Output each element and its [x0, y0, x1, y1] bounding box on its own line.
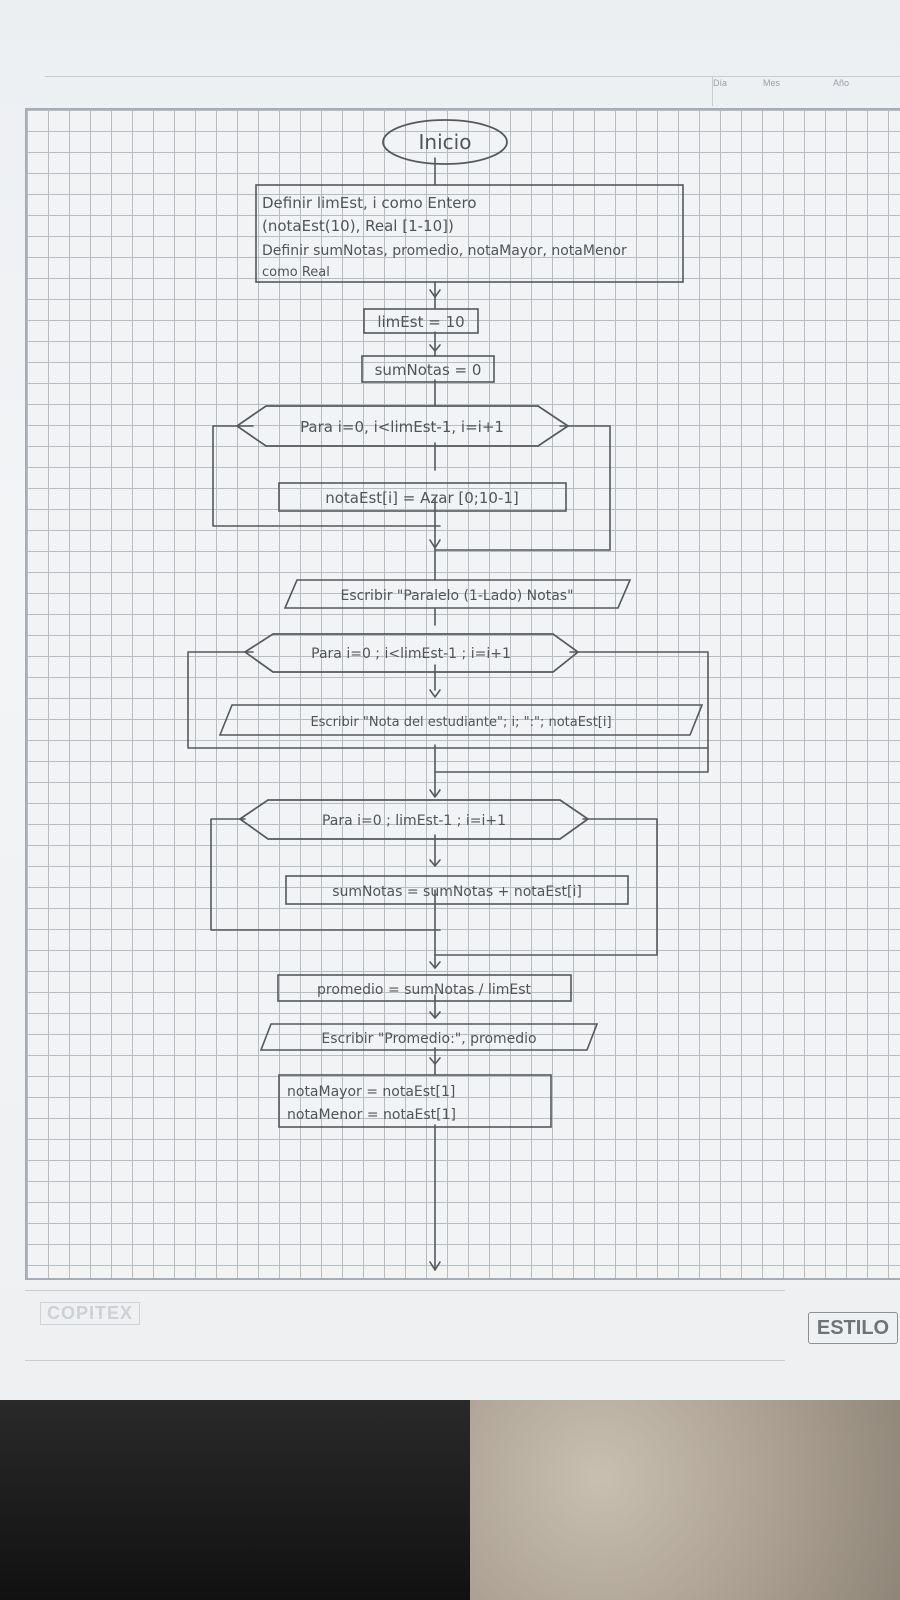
- assign-min-label: notaMenor = notaEst[1]: [287, 1107, 456, 1123]
- assign-promedio-label: promedio = sumNotas / limEst: [317, 982, 532, 998]
- day-label: Día: [713, 78, 728, 88]
- write-header-label: Escribir "Paralelo (1-Lado) Notas": [340, 588, 573, 604]
- assign-limest-label: limEst = 10: [377, 313, 464, 331]
- notebook-page: Día Mes Año COPITEX ESTILO: [0, 0, 900, 1400]
- define-line-2: (notaEst(10), Real [1-10]): [262, 217, 454, 235]
- header-rule: [45, 76, 900, 77]
- year-label: Año: [833, 78, 850, 88]
- brand-logo-left: COPITEX: [40, 1302, 141, 1325]
- loop2-body-io: [218, 704, 704, 736]
- loop1-body-box: [278, 482, 567, 512]
- loop2-header-hexagon: [243, 633, 580, 673]
- start-terminal: [382, 119, 508, 165]
- loop3-body-label: sumNotas = sumNotas + notaEst[i]: [332, 884, 582, 900]
- write-promedio-label: Escribir "Promedio:", promedio: [321, 1031, 536, 1047]
- assign-sum-box: [361, 355, 495, 383]
- write-header-io: [283, 579, 632, 609]
- flowchart: Inicio Definir limEst, i como Entero (no…: [187, 119, 709, 1271]
- background-carpet: [470, 1395, 900, 1600]
- loop1-header-hexagon: [235, 405, 570, 447]
- assign-promedio-box: [277, 974, 572, 1002]
- write-promedio-io: [259, 1023, 599, 1051]
- define-line-1: Definir limEst, i como Entero: [262, 194, 477, 212]
- define-line-4: como Real: [262, 265, 330, 280]
- assign-sum-label: sumNotas = 0: [375, 361, 482, 379]
- start-label: Inicio: [419, 130, 472, 154]
- loop2-header-label: Para i=0 ; i<limEst-1 ; i=i+1: [311, 646, 511, 662]
- month-label: Mes: [763, 78, 781, 88]
- loop2-body-label: Escribir "Nota del estudiante"; i; ":"; …: [310, 715, 611, 730]
- loop3-body-box: [285, 875, 629, 905]
- assign-limest-box: [363, 308, 479, 334]
- define-variables-box: [255, 184, 684, 283]
- assign-max-label: notaMayor = notaEst[1]: [287, 1084, 455, 1100]
- loop1-body-label: notaEst[i] = Azar [0;10-1]: [325, 489, 519, 507]
- loop1-header-label: Para i=0, i<limEst-1, i=i+1: [300, 418, 504, 436]
- brand-logo-right: ESTILO: [808, 1312, 898, 1344]
- footer-rule-bottom: [25, 1360, 785, 1361]
- define-line-3: Definir sumNotas, promedio, notaMayor, n…: [262, 243, 627, 259]
- background-fabric: [0, 1395, 500, 1600]
- footer-rule-top: [25, 1290, 785, 1291]
- date-fields: Día Mes Año: [712, 76, 900, 106]
- loop3-header-hexagon: [238, 799, 590, 840]
- graph-paper-grid: [25, 108, 900, 1280]
- loop3-header-label: Para i=0 ; limEst-1 ; i=i+1: [322, 813, 506, 829]
- assign-minmax-box: [278, 1074, 552, 1128]
